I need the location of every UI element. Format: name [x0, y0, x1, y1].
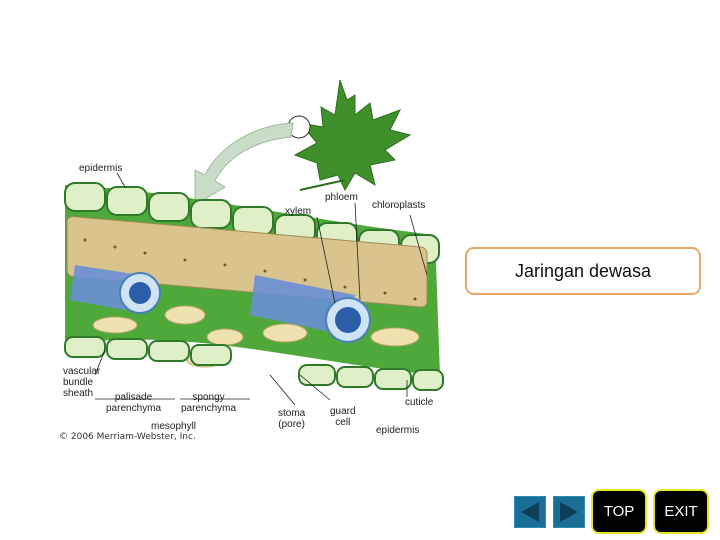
- label-palisade-parenchyma: palisade parenchyma: [106, 392, 161, 414]
- arrow-right-icon: [554, 497, 584, 527]
- maple-leaf-icon: [288, 80, 410, 190]
- top-button-label: TOP: [604, 503, 635, 520]
- next-button[interactable]: [553, 496, 585, 528]
- exit-button[interactable]: EXIT: [653, 489, 709, 534]
- label-cuticle: cuticle: [405, 397, 433, 408]
- label-chloroplasts: chloroplasts: [372, 200, 425, 211]
- label-vascular-bundle-sheath: vascular bundle sheath: [63, 366, 100, 399]
- label-stoma: stoma (pore): [278, 408, 305, 430]
- label-phloem: phloem: [325, 192, 358, 203]
- title-box-text: Jaringan dewasa: [515, 261, 651, 282]
- label-guard-cell: guard cell: [330, 406, 356, 428]
- label-xylem: xylem: [285, 206, 311, 217]
- top-button[interactable]: TOP: [591, 489, 647, 534]
- arrow-left-icon: [515, 497, 545, 527]
- prev-button[interactable]: [514, 496, 546, 528]
- label-epidermis-bottom: epidermis: [376, 425, 419, 436]
- curved-arrow-icon: [195, 123, 293, 205]
- label-spongy-parenchyma: spongy parenchyma: [181, 392, 236, 414]
- copyright-notice: © 2006 Merriam-Webster, Inc.: [59, 432, 196, 442]
- title-box: Jaringan dewasa: [465, 247, 701, 295]
- label-epidermis-top: epidermis: [79, 163, 122, 174]
- exit-button-label: EXIT: [664, 503, 697, 520]
- label-mesophyll: mesophyll: [151, 421, 196, 432]
